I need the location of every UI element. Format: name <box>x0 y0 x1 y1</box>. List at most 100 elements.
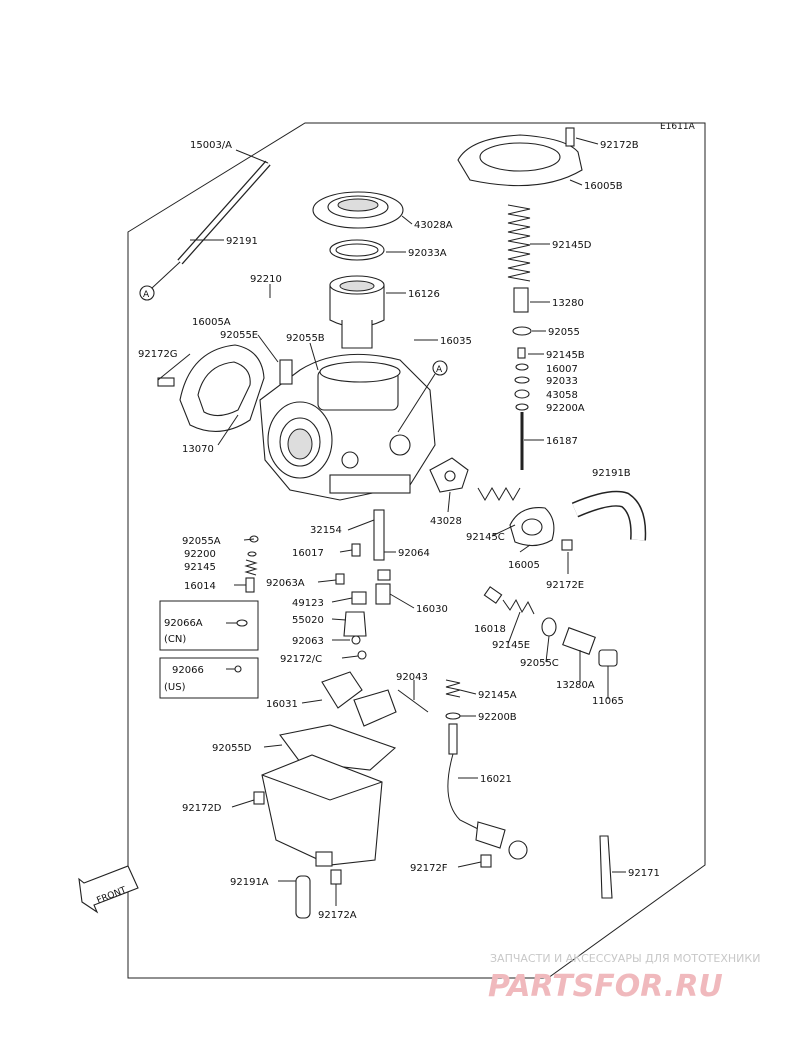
label-13070: 13070 <box>182 444 214 455</box>
label-55020: 55020 <box>292 615 324 626</box>
watermark-tagline: ЗАПЧАСТИ И АКСЕССУАРЫ ДЛЯ МОТОТЕХНИКИ <box>490 952 760 965</box>
label-92033: 92033 <box>546 376 578 387</box>
label-92200b: 92200B <box>478 712 517 723</box>
float-bowl <box>261 724 397 867</box>
label-92210: 92210 <box>250 274 282 285</box>
label-92064: 92064 <box>398 548 430 559</box>
label-92171: 92171 <box>628 868 660 879</box>
spring-92145a <box>445 679 461 720</box>
label-92066a: 92066A <box>164 618 203 629</box>
label-16031: 16031 <box>266 699 298 710</box>
label-16126: 16126 <box>408 289 440 300</box>
label-92191: 92191 <box>226 236 258 247</box>
callout-a-right: A <box>397 360 448 433</box>
label-16007: 16007 <box>546 364 578 375</box>
label-92172e: 92172E <box>546 580 584 591</box>
cover-16005a <box>179 344 265 432</box>
label-92063a: 92063A <box>266 578 305 589</box>
label-92172f: 92172F <box>410 863 448 874</box>
label-16021: 16021 <box>480 774 512 785</box>
watermark-brand: PARTSFOR.RU <box>488 969 723 1004</box>
float-16031 <box>321 671 429 727</box>
label-92145b: 92145B <box>546 350 585 361</box>
label-16017: 16017 <box>292 548 324 559</box>
cap-16005b <box>457 127 583 187</box>
jet-stack-center <box>335 509 391 660</box>
pump-spring <box>477 487 521 501</box>
screw-92172a <box>330 869 342 885</box>
label-92145: 92145 <box>184 562 216 573</box>
label-16005: 16005 <box>508 560 540 571</box>
label-16005b: 16005B <box>584 181 623 192</box>
choke-cable-16021 <box>447 723 528 860</box>
hose-92191a <box>295 875 311 919</box>
svg-text:A: A <box>436 365 443 375</box>
rod-15003a <box>177 160 271 265</box>
label-92191b: 92191B <box>592 468 631 479</box>
pump-cover-16005 <box>509 507 555 547</box>
label-43028: 43028 <box>430 516 462 527</box>
screw-92172g <box>157 377 175 387</box>
jet-stack-left <box>244 535 259 593</box>
label-92043: 92043 <box>396 672 428 683</box>
ring-92055c <box>541 617 557 637</box>
label-92172c: 92172/C <box>280 654 322 665</box>
clip-92171 <box>599 835 613 899</box>
hose-92191b <box>571 490 647 541</box>
label-16014: 16014 <box>184 581 216 592</box>
label-16187: 16187 <box>546 436 578 447</box>
label-92063: 92063 <box>292 636 324 647</box>
diaphragm-43028a <box>312 191 404 229</box>
ring-92033a <box>329 239 385 261</box>
label-92172a: 92172A <box>318 910 357 921</box>
label-16018: 16018 <box>474 624 506 635</box>
label-43028a: 43028A <box>414 220 453 231</box>
label-15003a: 15003/A <box>190 140 232 151</box>
label-43058: 43058 <box>546 390 578 401</box>
screw-92172e <box>561 539 573 551</box>
label-92191a: 92191A <box>230 877 269 888</box>
cn-variant-box <box>159 600 259 651</box>
label-92055c: 92055C <box>520 658 559 669</box>
front-arrow: FRONT <box>78 865 139 914</box>
svg-text:A: A <box>143 290 150 300</box>
label-cn: (CN) <box>164 634 186 645</box>
label-92055b: 92055B <box>286 333 325 344</box>
carburetor-body <box>259 353 436 501</box>
diagram-code: E1611A <box>660 122 696 132</box>
label-92172g: 92172G <box>138 349 178 360</box>
label-16035: 16035 <box>440 336 472 347</box>
assembly-boundary <box>127 122 706 979</box>
label-13280: 13280 <box>552 298 584 309</box>
needle-washers <box>512 326 532 411</box>
label-11065: 11065 <box>592 696 624 707</box>
screw-92172f <box>480 854 492 868</box>
label-92145c: 92145C <box>466 532 505 543</box>
cap-11065 <box>598 649 618 667</box>
label-16030: 16030 <box>416 604 448 615</box>
screw-92172d <box>253 791 265 805</box>
fitting-13280a <box>562 627 596 655</box>
part-labels: 15003/A 92191 92210 16005 A 92055E 92055B… <box>138 140 660 921</box>
label-92055d: 92055D <box>212 743 252 754</box>
label-32154: 32154 <box>310 525 342 536</box>
label-92066: 92066 <box>172 665 204 676</box>
label-92055a: 92055A <box>182 536 221 547</box>
leader-lines <box>157 137 626 906</box>
watermark: ЗАПЧАСТИ И АКСЕССУАРЫ ДЛЯ МОТОТЕХНИКИ PA… <box>488 952 760 1004</box>
callout-a-left: A <box>139 261 181 301</box>
label-92055: 92055 <box>548 327 580 338</box>
label-92145e: 92145E <box>492 640 530 651</box>
label-92200a: 92200A <box>546 403 585 414</box>
label-92145a: 92145A <box>478 690 517 701</box>
label-92055e: 92055E <box>220 330 258 341</box>
spring-92145d <box>507 204 531 282</box>
pilot-screw-assembly <box>483 586 535 615</box>
label-92145d: 92145D <box>552 240 592 251</box>
label-92033a: 92033A <box>408 248 447 259</box>
piston-16126 <box>329 275 385 349</box>
label-49123: 49123 <box>292 598 324 609</box>
label-13280a: 13280A <box>556 680 595 691</box>
label-us: (US) <box>164 682 186 693</box>
